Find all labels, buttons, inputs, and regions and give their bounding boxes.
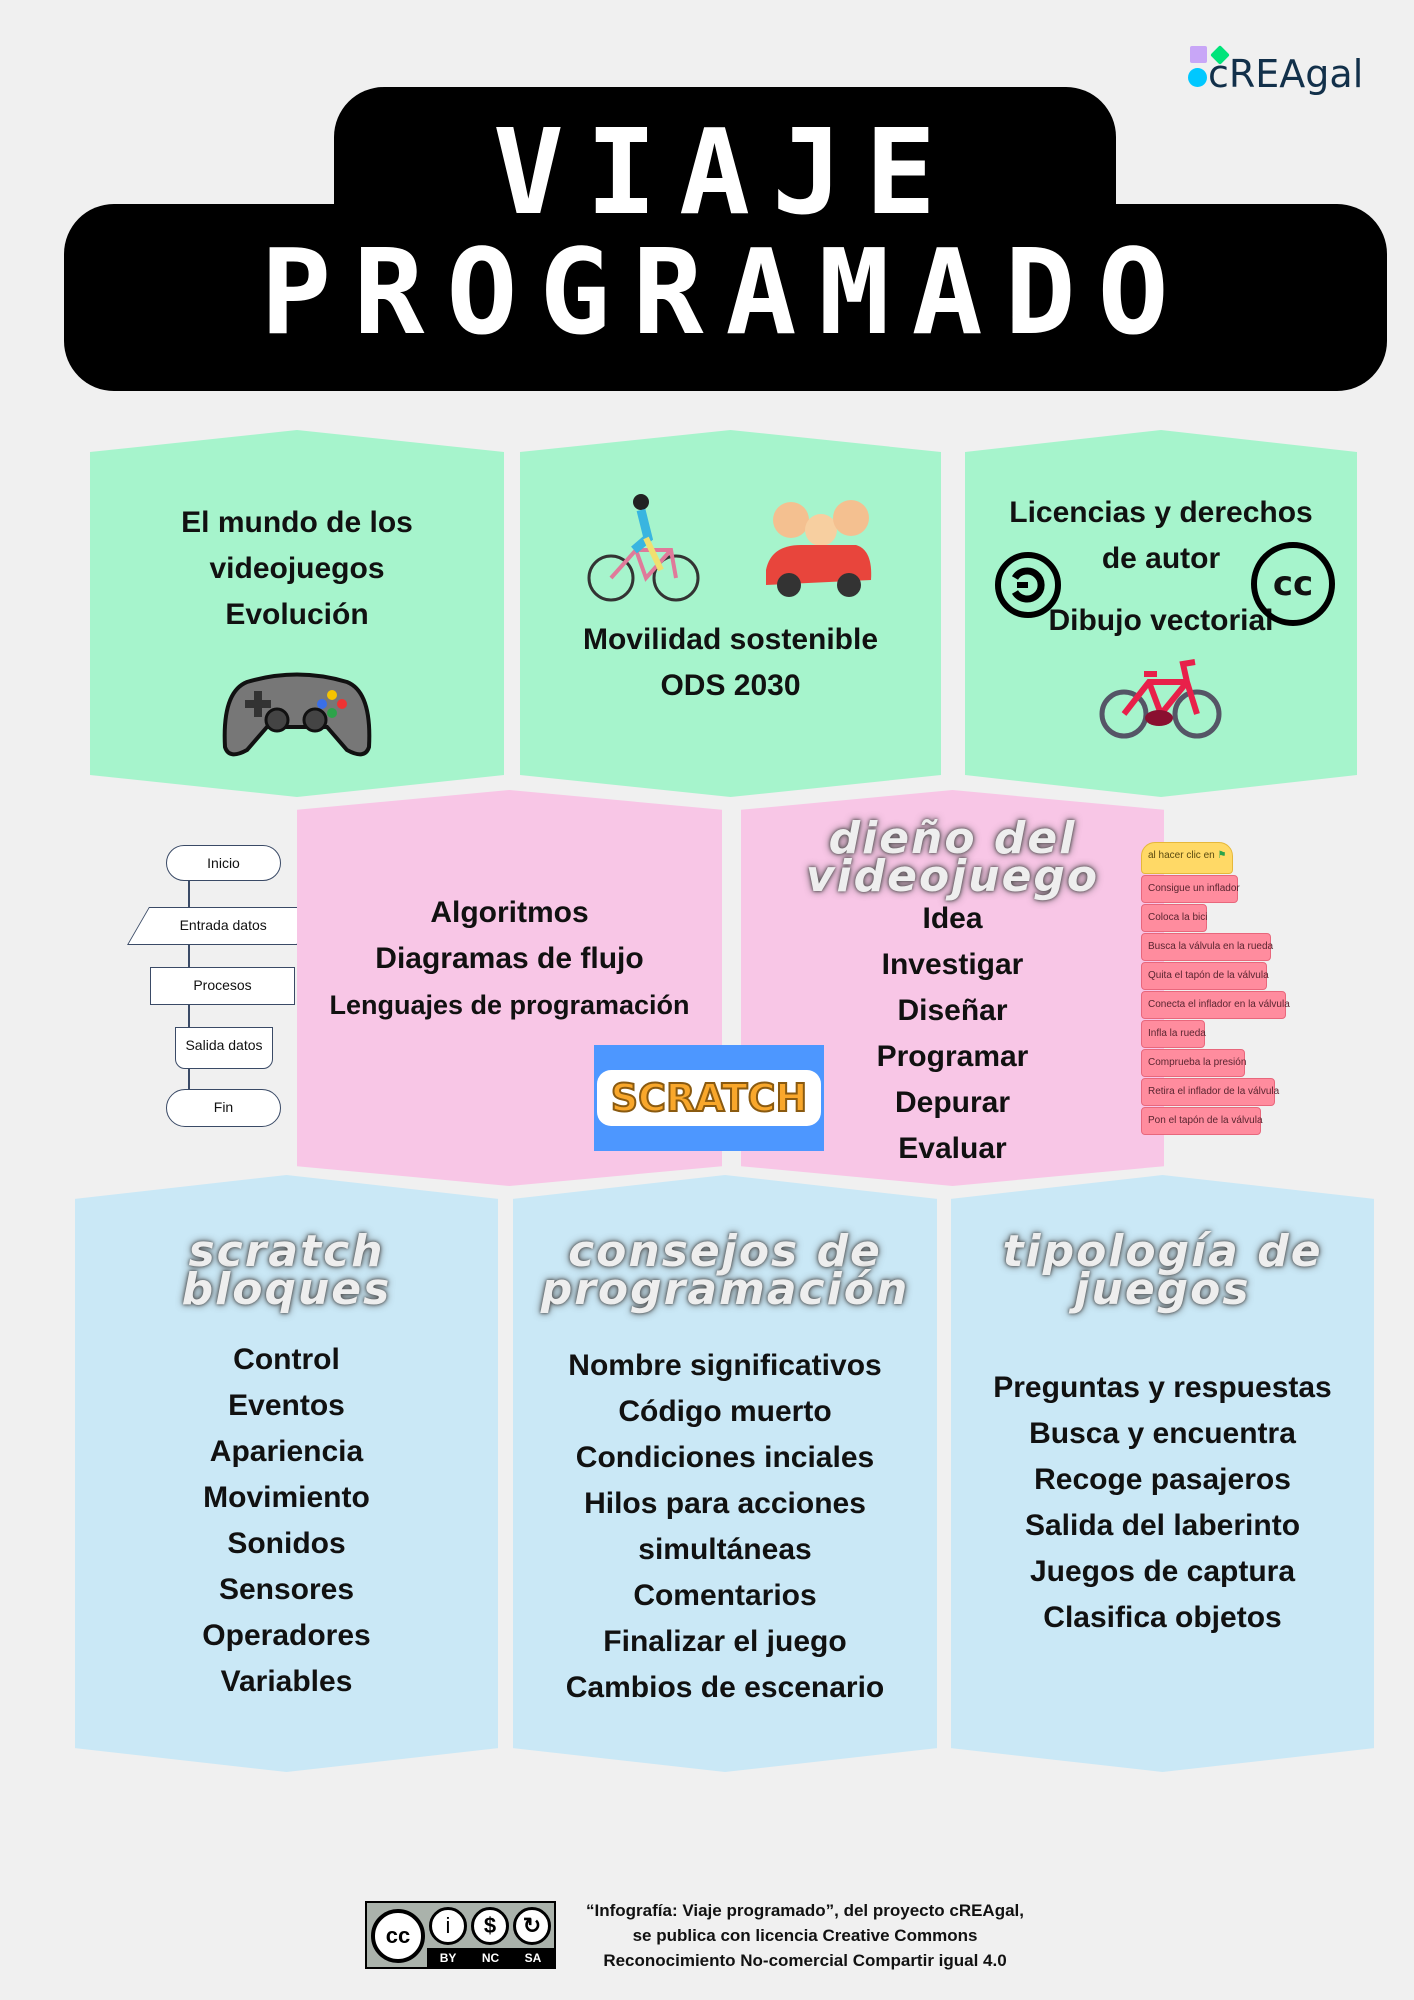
family-car-icon	[765, 500, 871, 597]
by-icon: i	[429, 1907, 467, 1945]
card-line: Apariencia	[209, 1435, 364, 1468]
card-heading: videojuego	[805, 851, 1100, 902]
card-line: Idea	[922, 902, 983, 935]
card-line: Código muerto	[618, 1395, 832, 1428]
card-line: Lenguajes de programación	[329, 990, 690, 1020]
card-line: Algoritmos	[430, 896, 589, 929]
card-line: Busca y encuentra	[1029, 1417, 1296, 1450]
card-heading: bloques	[181, 1264, 392, 1315]
title-banner-top	[334, 87, 1116, 227]
card-line: Preguntas y respuestas	[993, 1371, 1332, 1404]
card-line: Diseñar	[897, 994, 1008, 1027]
card-licencias: Licencias y derechos de autor Dibujo vec…	[965, 430, 1357, 797]
scratch-block: Retira el inflador de la válvula	[1141, 1078, 1279, 1106]
title-banner	[64, 204, 1387, 391]
badge-label: SA	[524, 1950, 542, 1965]
cyclist-icon	[587, 494, 699, 602]
card-line: Juegos de captura	[1029, 1555, 1296, 1588]
title-line-2: PROGRAMADO	[260, 223, 1191, 361]
card-line: Clasifica objetos	[1043, 1601, 1282, 1634]
scratch-block: Conecta el inflador en la válvula	[1141, 991, 1290, 1019]
creative-commons-icon: cc	[1251, 542, 1335, 626]
card-line: Control	[233, 1343, 340, 1376]
card-line: Movilidad sostenible	[582, 623, 879, 656]
card-line: Comentarios	[633, 1579, 817, 1612]
scratch-block: Coloca la bici	[1141, 904, 1207, 932]
card-line: Finalizar el juego	[603, 1625, 847, 1658]
card-line: Sonidos	[227, 1527, 346, 1560]
card-line: Depurar	[894, 1086, 1011, 1119]
card-line: Dibujo vectorial	[1048, 604, 1274, 637]
flowchart: Inicio Entrada datos Procesos Salida dat…	[127, 845, 320, 1130]
card-line: Evaluar	[898, 1132, 1007, 1165]
card-heading: consejos de	[568, 1226, 882, 1277]
card-line: simultáneas	[638, 1533, 812, 1566]
scratch-block: Consigue un inflador	[1141, 875, 1240, 903]
badge-label: BY	[439, 1950, 457, 1965]
card-heading: programación	[540, 1264, 910, 1315]
logo-circle-icon	[1188, 68, 1207, 87]
scratch-block: Infla la rueda	[1141, 1020, 1206, 1048]
flowchart-start: Inicio	[166, 845, 281, 881]
card-line: videojuegos	[209, 552, 385, 585]
scratch-hat-block: al hacer clic en ⚑	[1141, 842, 1233, 874]
badge-label: NC	[481, 1950, 500, 1965]
card-line: Movimiento	[203, 1481, 370, 1514]
flowchart-input: Entrada datos	[127, 907, 319, 945]
license-line: se publica con licencia Creative Commons	[632, 1926, 978, 1945]
card-line: Sensores	[218, 1573, 355, 1606]
card-line: Operadores	[202, 1619, 371, 1652]
card-line: Evolución	[225, 598, 369, 631]
license-text: “Infografía: Viaje programado”, del proy…	[560, 1898, 1050, 1973]
flowchart-process: Procesos	[150, 967, 295, 1005]
license-line: “Infografía: Viaje programado”, del proy…	[586, 1901, 1024, 1920]
card-line: Hilos para acciones	[584, 1487, 866, 1520]
title-line-1: VIAJE	[492, 103, 959, 241]
license-line: Reconocimiento No-comercial Compartir ig…	[603, 1951, 1007, 1970]
gamepad-icon	[222, 672, 372, 757]
copyleft-icon	[995, 552, 1061, 618]
green-flag-icon: ⚑	[1217, 850, 1227, 861]
cc-icon: cc	[371, 1909, 425, 1963]
card-line: Eventos	[228, 1389, 345, 1422]
card-line: Cambios de escenario	[565, 1671, 885, 1704]
card-line: Licencias y derechos	[1009, 496, 1313, 529]
card-line: Investigar	[881, 948, 1024, 981]
card-line: El mundo de los	[181, 506, 413, 539]
card-line: Programar	[876, 1040, 1029, 1073]
flowchart-end: Fin	[166, 1089, 281, 1127]
creagal-logo: cREAgal	[1188, 44, 1368, 100]
card-heading: dieño del	[828, 813, 1077, 864]
card-heading: scratch	[188, 1226, 385, 1277]
logo-text: cREAgal	[1208, 52, 1364, 96]
card-scratch-bloques: scratch bloques Control Eventos Aparienc…	[75, 1175, 498, 1772]
sa-icon: ↻	[513, 1907, 551, 1945]
card-heading: tipología de	[1002, 1226, 1323, 1277]
card-line: Condiciones inciales	[575, 1441, 875, 1474]
card-movilidad: Movilidad sostenible ODS 2030	[520, 430, 941, 797]
bicycle-icon	[1099, 659, 1221, 739]
card-consejos: consejos de programación Nombre signific…	[513, 1175, 937, 1772]
card-line: ODS 2030	[660, 669, 801, 702]
card-videojuegos: El mundo de los videojuegos Evolución	[90, 430, 504, 797]
card-line: Diagramas de flujo	[375, 942, 644, 975]
cc-by-nc-sa-badge[interactable]: cc i $ ↻ BY NC SA	[365, 1901, 556, 1969]
scratch-block: Pon el tapón de la válvula	[1141, 1107, 1263, 1135]
scratch-logo: SCRATCH	[594, 1045, 824, 1151]
scratch-block: Busca la válvula en la rueda	[1141, 933, 1273, 961]
card-line: Variables	[220, 1665, 353, 1698]
card-line: Nombre significativos	[568, 1349, 882, 1382]
nc-icon: $	[471, 1907, 509, 1945]
card-line: Salida del laberinto	[1024, 1509, 1301, 1542]
card-tipologia: tipología de juegos Preguntas y respuest…	[951, 1175, 1374, 1772]
card-line: Recoge pasajeros	[1034, 1463, 1291, 1496]
flowchart-output: Salida datos	[175, 1027, 273, 1069]
card-heading: juegos	[1074, 1264, 1251, 1315]
scratch-block: Quita el tapón de la válvula	[1141, 962, 1269, 990]
logo-square-icon	[1190, 46, 1207, 63]
card-line: de autor	[1101, 542, 1221, 575]
scratch-block: Comprueba la presión	[1141, 1049, 1246, 1077]
